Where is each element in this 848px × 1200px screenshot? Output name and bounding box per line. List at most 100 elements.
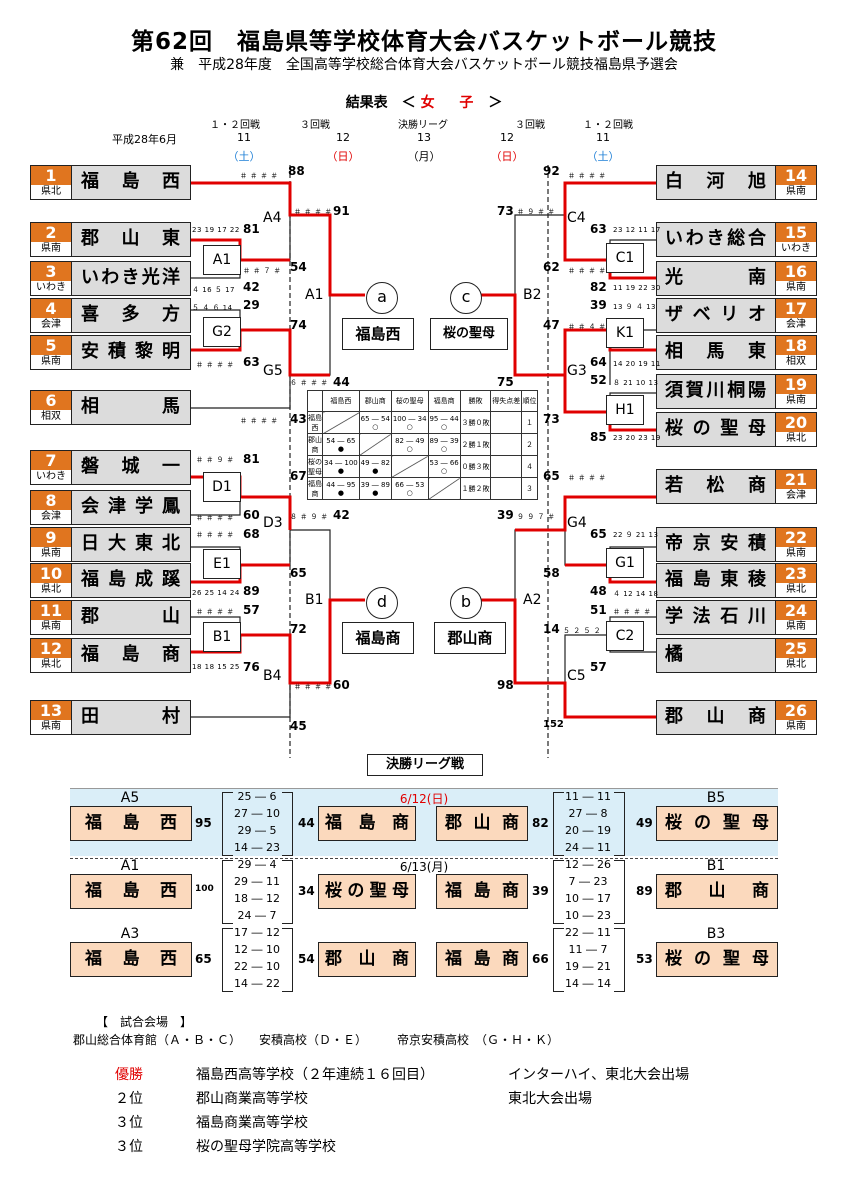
score-57: 57: [243, 603, 260, 617]
team-prefecture: いわき: [31, 470, 72, 484]
score-68: 68: [243, 527, 260, 541]
league-label-left: A3: [120, 926, 140, 942]
q-65: ＃ ＃ ＃ ＃: [568, 474, 607, 482]
matrix-corner: [307, 390, 323, 412]
sun-left: （日）: [326, 150, 360, 163]
score-r152: 152: [543, 719, 564, 730]
score-63: 63: [243, 355, 260, 369]
matrix-row-name: 福島西: [307, 411, 323, 434]
matrix-diag: [390, 455, 429, 478]
league-score-2: 54: [298, 952, 315, 966]
league-score-1: 65: [195, 952, 212, 966]
q-b1: ＃ ＃ ＃ ＃: [196, 608, 235, 616]
team-number: 6: [31, 391, 72, 410]
result-label: 結果表 ＜: [345, 95, 416, 111]
mon: （月）: [407, 150, 441, 163]
league-team-2: 桜の聖母: [318, 874, 416, 909]
q-42: ８ ＃ ９ ＃: [290, 513, 329, 521]
score-r92: 92: [543, 164, 560, 178]
q-88: ＃ ＃ ＃ ＃: [240, 172, 279, 180]
semi-b-circle: b: [450, 587, 482, 619]
matrix-row-name: 福島商: [307, 477, 323, 500]
league-score-4: 89: [636, 884, 653, 898]
matrix-rank: ３: [521, 477, 538, 500]
q-60: ＃ ＃ ＃ ＃: [294, 683, 333, 691]
league-score-1: 95: [195, 816, 212, 830]
score-54: 54: [290, 260, 307, 274]
bracket-r: [282, 860, 293, 924]
game-k1: K1: [606, 318, 644, 348]
team-prefecture: 県南: [775, 281, 816, 295]
team-name: 田村: [81, 706, 180, 727]
matrix-rank: １: [521, 411, 538, 434]
team-name: 郡山東: [81, 228, 180, 249]
q-g1: 22 ９ 21 13: [613, 531, 659, 539]
q-k1b: ＃ ＃ ４ ＃: [568, 323, 607, 331]
score-r62: 62: [543, 260, 560, 274]
league-title: 決勝リーグ戦: [367, 754, 483, 776]
team-name: 福島東稜: [665, 569, 766, 590]
q-c1c: ＃ ＃ ＃ ＃: [568, 267, 607, 275]
team-number: 1: [31, 166, 72, 185]
bracket-l: [553, 860, 564, 924]
team-name: 福島成蹊: [81, 569, 180, 590]
game-label-c5: C5: [567, 668, 586, 684]
q-c2b: ＃ ＃ ＃ ＃: [613, 608, 652, 616]
league-top-line: [70, 788, 778, 789]
team-name: 喜多方: [81, 304, 180, 325]
team-prefecture: 会津: [31, 510, 72, 524]
team-number: 3: [31, 262, 72, 281]
sat-left: （土）: [227, 150, 261, 163]
result-school: 福島商業高等学校: [196, 1115, 308, 1131]
result-school: 福島西高等学校（２年連続１６回目）: [196, 1067, 434, 1083]
q-c1: 23 12 11 17: [613, 226, 661, 234]
score-r14: 14: [543, 622, 560, 636]
league-team-2: 福島商: [318, 806, 416, 841]
team-number: 9: [31, 528, 72, 547]
matrix-cell: 100 ― 34○: [390, 411, 429, 434]
team-prefecture: いわき: [775, 242, 816, 256]
team-number: 25: [775, 639, 816, 658]
score-42b: 42: [333, 508, 350, 522]
matrix-diff: [490, 411, 523, 434]
result-close: ＞: [488, 95, 503, 111]
score-81: 81: [243, 222, 260, 236]
result-rank: ３位: [115, 1139, 143, 1155]
score-81b: 81: [243, 452, 260, 466]
league-score-2: 44: [298, 816, 315, 830]
women-label: 女 子: [420, 95, 484, 111]
round-3-right: ３回戦: [515, 120, 545, 131]
score-88: 88: [288, 164, 305, 178]
bracket-r: [282, 792, 293, 856]
q-k1: 13 ９ ４ 13: [613, 303, 656, 311]
score-r48: 48: [590, 584, 607, 598]
team-name: いわき総合: [665, 228, 766, 249]
q-a1: 23 19 17 22: [192, 226, 240, 234]
score-74: 74: [290, 318, 307, 332]
game-e1: E1: [203, 549, 241, 579]
bracket-r: [614, 928, 625, 992]
team-name: 相馬東: [665, 341, 766, 362]
team-number: 2: [31, 223, 72, 242]
round-final: 決勝リーグ: [398, 120, 448, 131]
game-d1: D1: [203, 472, 241, 502]
matrix-cell: 54 ― 65●: [322, 433, 360, 456]
q-d1b: ＃ ＃ ＃ ＃: [196, 514, 235, 522]
team-prefecture: 県南: [775, 547, 816, 561]
league-label-left: A1: [120, 858, 140, 874]
league-team-3: 郡山商: [436, 806, 528, 841]
game-b1: B1: [203, 622, 241, 652]
